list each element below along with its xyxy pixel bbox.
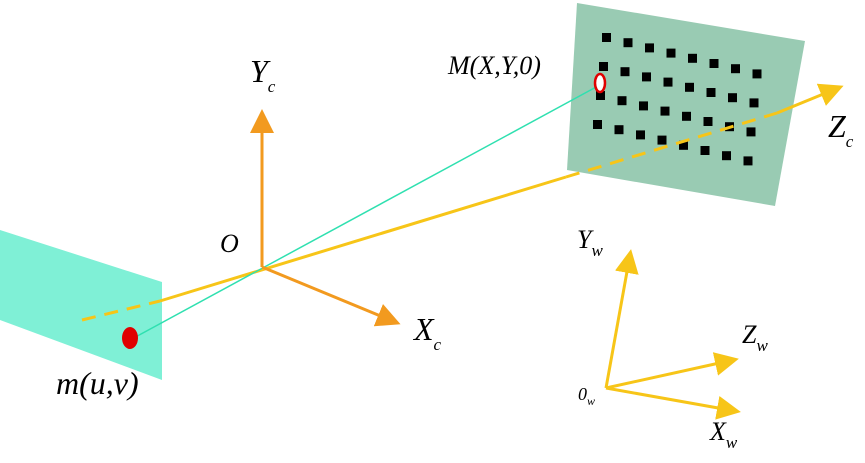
world-y-axis <box>604 249 639 389</box>
grid-square <box>743 156 753 166</box>
grid-square <box>679 140 688 150</box>
grid-square <box>660 106 670 116</box>
camera-z-label: Zc <box>828 108 854 151</box>
camera-x-label: Xc <box>412 311 442 354</box>
calibration-target-plane <box>567 3 805 206</box>
world-z-axis <box>605 352 739 390</box>
projection-ray <box>129 85 599 341</box>
grid-square <box>636 130 645 140</box>
world-z-label: Zw <box>742 320 768 355</box>
origin-label: O <box>220 229 239 258</box>
grid-square <box>749 98 759 108</box>
optical-axis <box>159 175 567 303</box>
world-x-axis <box>605 386 741 420</box>
world-origin-label: 0w <box>578 384 595 408</box>
grid-square <box>639 101 648 111</box>
grid-square <box>682 111 691 121</box>
grid-square <box>593 120 602 129</box>
image-plane <box>0 230 162 380</box>
grid-square <box>722 151 731 161</box>
camera-y-label: Yc <box>250 53 276 96</box>
grid-square <box>602 33 611 42</box>
grid-square <box>685 82 694 92</box>
grid-square <box>709 59 719 68</box>
grid-square <box>645 43 654 53</box>
grid-square <box>703 117 713 126</box>
image-point-marker <box>122 327 138 349</box>
camera-x-axis <box>261 265 401 327</box>
world-point-label: M(X,Y,0) <box>447 51 541 80</box>
grid-square <box>614 125 624 135</box>
grid-square <box>746 127 756 137</box>
grid-square <box>599 62 608 71</box>
target-point-marker <box>593 72 607 94</box>
grid-square <box>663 77 673 87</box>
grid-square <box>642 72 651 82</box>
grid-square <box>706 88 716 97</box>
optical-axis-dashed-back <box>81 299 161 322</box>
image-point-label: m(u,v) <box>56 365 139 401</box>
grid-square <box>728 93 737 103</box>
grid-square <box>700 146 710 155</box>
grid-square <box>657 135 667 145</box>
grid-square <box>752 69 762 79</box>
grid-square <box>617 96 627 106</box>
optical-axis-dashed-front <box>565 111 778 179</box>
grid-square <box>666 48 676 58</box>
world-x-label: Xw <box>709 417 738 452</box>
grid-square <box>688 53 697 63</box>
grid-square <box>623 38 633 48</box>
grid-square <box>731 64 740 74</box>
optical-axis-arrow <box>776 83 844 115</box>
grid-square <box>620 67 630 77</box>
grid-square <box>596 91 605 100</box>
world-y-label: Yw <box>577 225 603 260</box>
